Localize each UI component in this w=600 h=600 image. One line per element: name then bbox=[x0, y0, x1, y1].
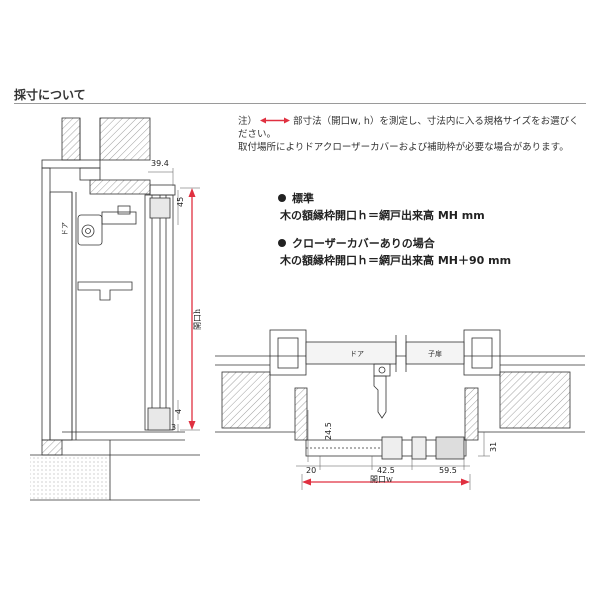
screen-handle-section bbox=[435, 436, 465, 460]
red-dimension-arrow-icon bbox=[260, 117, 291, 124]
door-handle bbox=[77, 281, 133, 301]
standard-formula: 木の額縁枠開口ｈ＝網戸出来高 MH mm bbox=[280, 209, 485, 222]
plan-child-door-label: 子扉 bbox=[428, 349, 442, 358]
screen-mesh-section bbox=[381, 436, 403, 460]
opening-h-label: 開口h bbox=[193, 309, 202, 330]
head-bracket bbox=[79, 167, 101, 181]
dim-left-depth: 24.5 bbox=[324, 422, 333, 440]
dim-mid: 42.5 bbox=[377, 466, 395, 475]
closer-arm bbox=[101, 211, 137, 225]
floor-slab bbox=[30, 454, 111, 501]
closer-cover-title: クローザーカバーありの場合 bbox=[292, 237, 435, 250]
left-jamb-casing bbox=[294, 387, 308, 441]
opening-w-label: 開口w bbox=[370, 475, 393, 484]
section-door-label: ドア bbox=[61, 222, 69, 236]
plan-section-view bbox=[215, 329, 585, 490]
floor-sill bbox=[41, 439, 63, 456]
dim-top-offset: 39.4 bbox=[151, 159, 169, 168]
closer-cover-block: クローザーカバーありの場合 木の額縁枠開口ｈ＝網戸出来高 MH＋90 mm bbox=[278, 235, 511, 269]
standard-title: 標準 bbox=[292, 192, 314, 205]
heading-divider bbox=[14, 103, 586, 104]
door-head-frame bbox=[41, 159, 101, 169]
plan-door-label: ドア bbox=[350, 350, 364, 358]
screen-top-rail bbox=[149, 197, 171, 219]
left-wall bbox=[221, 371, 271, 429]
note-text: 注） 部寸法（開口w, h）を測定し、寸法内に入る規格サイズをお選びください。 … bbox=[238, 115, 588, 154]
door-leaf-outer bbox=[41, 167, 51, 441]
top-rail bbox=[149, 184, 176, 196]
standard-block: 標準 木の額縁枠開口ｈ＝網戸出来高 MH mm bbox=[278, 190, 485, 224]
door-handle-plan bbox=[373, 363, 391, 377]
bullet-icon bbox=[278, 239, 286, 247]
header-insulation bbox=[99, 117, 151, 161]
dim-right-depth: 31 bbox=[489, 442, 498, 452]
right-jamb-casing bbox=[464, 387, 479, 441]
dim-sill: 3 bbox=[171, 423, 176, 432]
closer-cover-formula: 木の額縁枠開口ｈ＝網戸出来高 MH＋90 mm bbox=[280, 254, 512, 267]
note-line2: 取付場所によりドアクローザーカバーおよび補助枠が必要な場合があります。 bbox=[238, 142, 569, 153]
door-closer bbox=[77, 214, 103, 246]
lever-handle bbox=[373, 375, 387, 419]
header-wall bbox=[61, 117, 81, 161]
closer-gear-icon bbox=[81, 224, 95, 238]
vertical-section-view bbox=[30, 117, 200, 501]
right-wall bbox=[499, 371, 571, 429]
note-prefix: 注） bbox=[238, 116, 258, 127]
screen-frame bbox=[144, 194, 174, 431]
dim-bottom-height: 4 bbox=[174, 409, 183, 414]
bullet-icon bbox=[278, 194, 286, 202]
top-wood-casing bbox=[89, 179, 151, 195]
screen-bottom-rail bbox=[147, 407, 171, 431]
section-heading: 採寸について bbox=[14, 88, 86, 102]
dim-left-width: 20 bbox=[306, 466, 316, 475]
dim-right: 59.5 bbox=[439, 466, 457, 475]
dim-top-height: 45 bbox=[176, 197, 185, 207]
note-line1: 部寸法（開口w, h）を測定し、寸法内に入る規格サイズをお選びください。 bbox=[238, 116, 579, 140]
